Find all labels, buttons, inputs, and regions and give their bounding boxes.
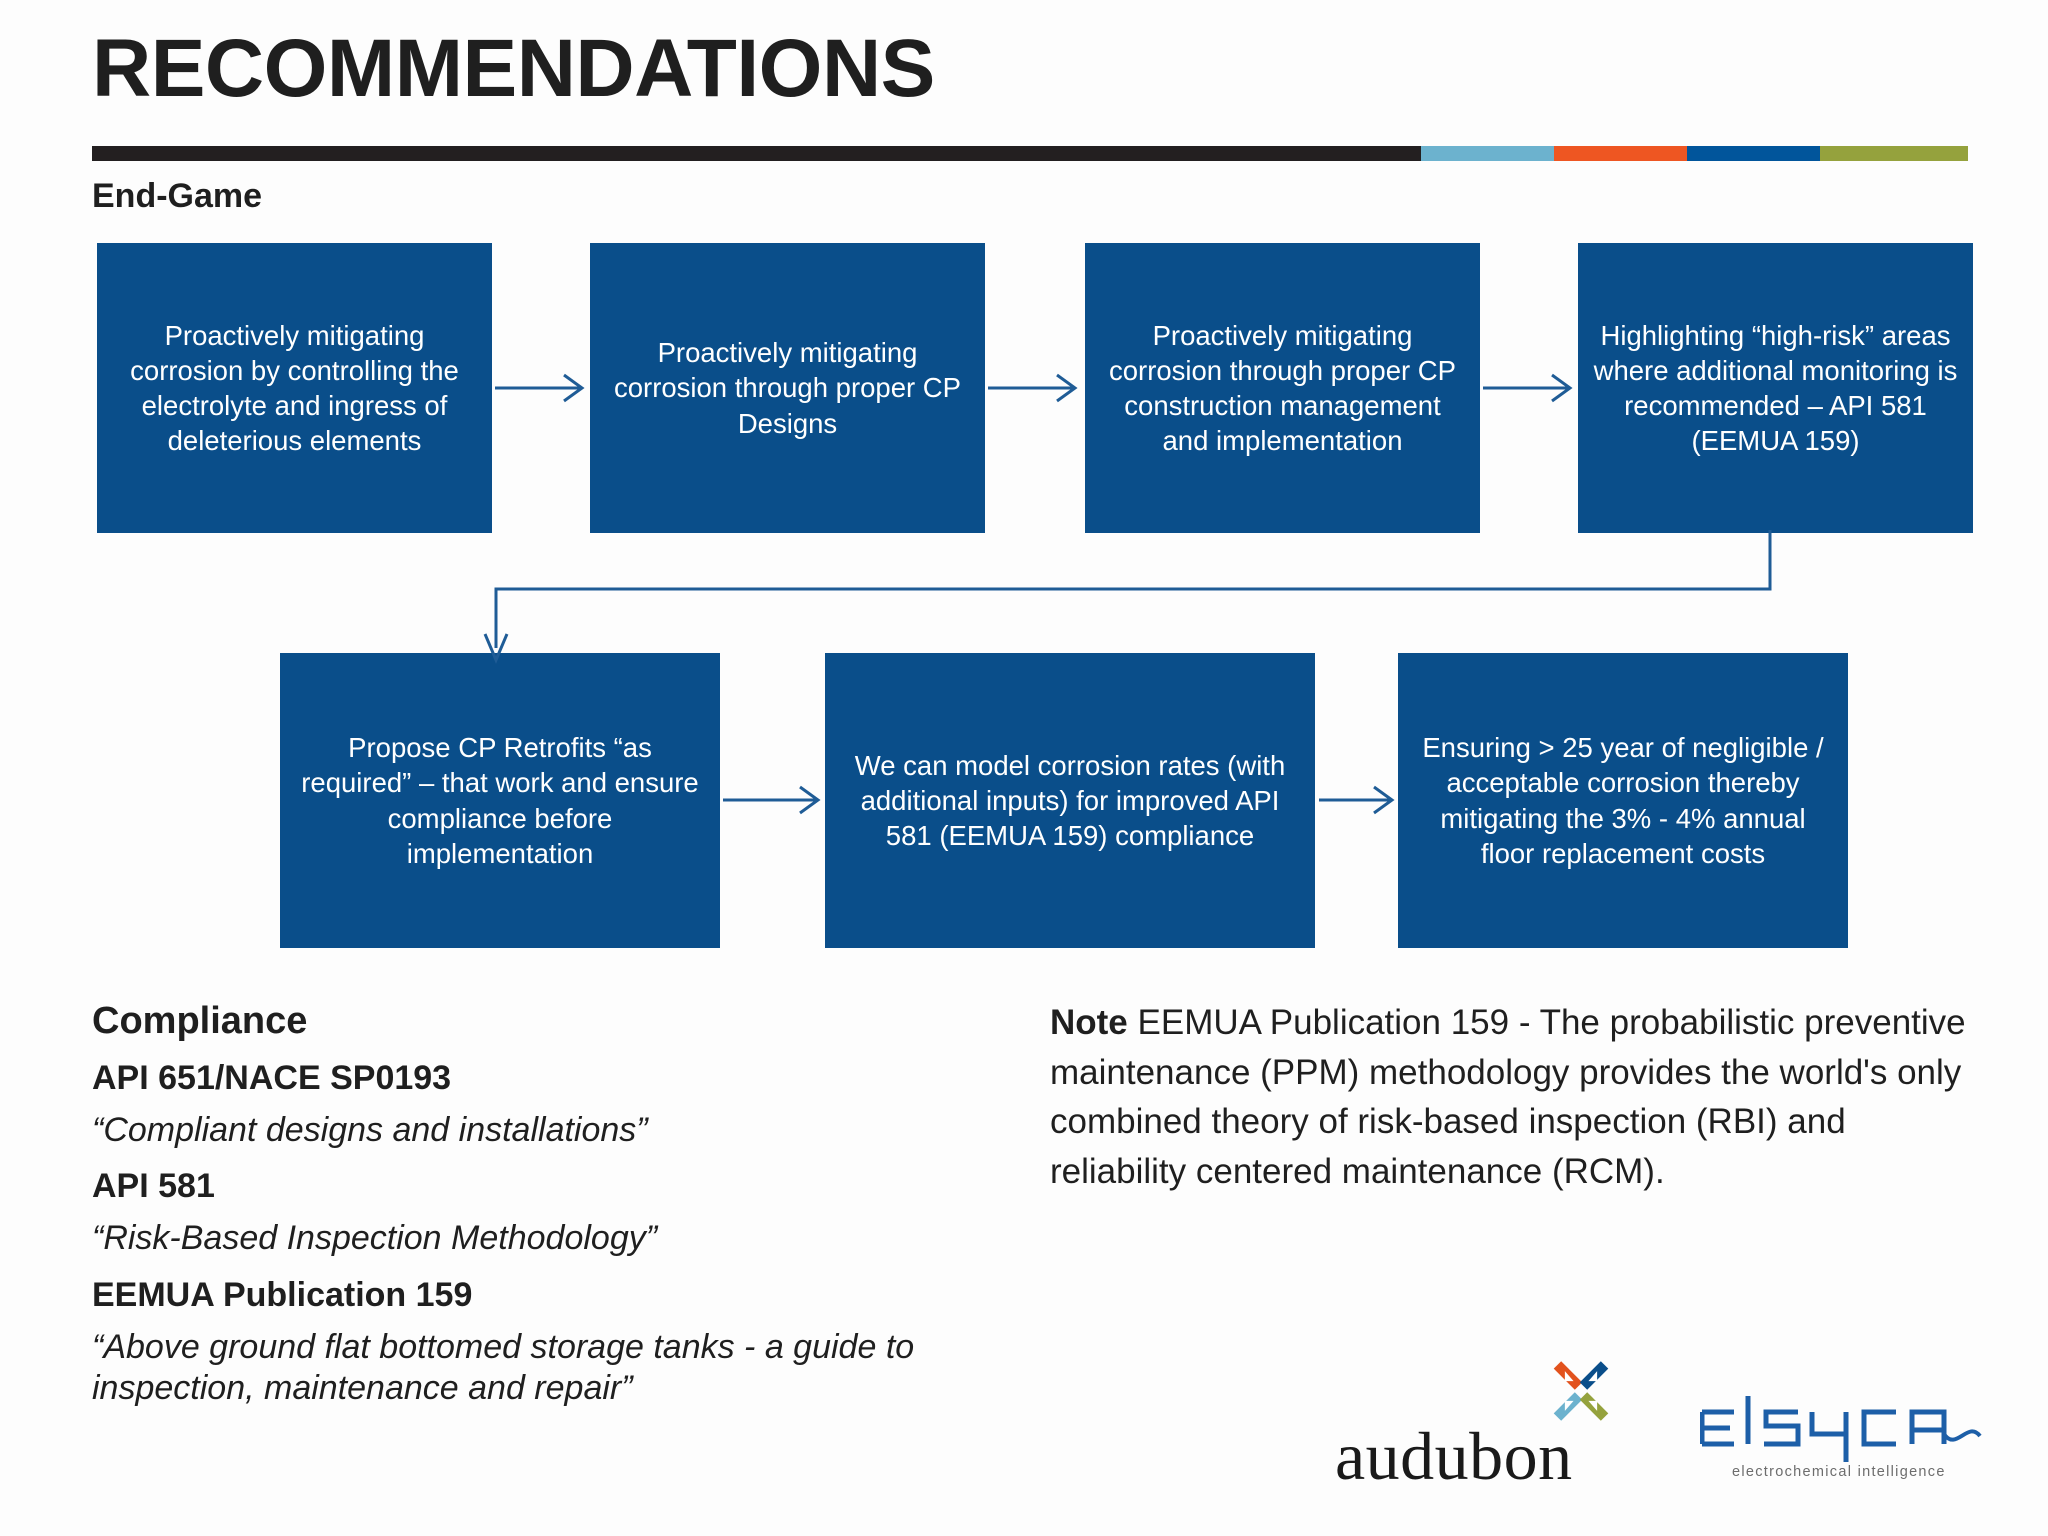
note-label: Note [1050, 1003, 1128, 1042]
compliance-standard-1: API 651/NACE SP0193 [92, 1059, 452, 1097]
flow-box-2-label: Proactively mitigating corrosion through… [614, 337, 961, 439]
note-block: Note EEMUA Publication 159 - The probabi… [1050, 998, 1980, 1197]
rule-segment-dark-blue [1687, 146, 1820, 161]
arrow-box3-to-box4 [1483, 373, 1573, 403]
arrow-box2-to-box3 [988, 373, 1078, 403]
flow-box-2: Proactively mitigating corrosion through… [590, 243, 985, 533]
note-body: EEMUA Publication 159 - The probabilisti… [1050, 1003, 1966, 1192]
flow-box-5-label: Propose CP Retrofits “as required” – tha… [301, 732, 699, 869]
compliance-standard-2: API 581 [92, 1167, 215, 1206]
flow-box-7: Ensuring > 25 year of negligible / accep… [1398, 653, 1848, 948]
compliance-quote-2: “Risk-Based Inspection Methodology” [92, 1219, 658, 1258]
flow-box-6: We can model corrosion rates (with addit… [825, 653, 1315, 948]
flow-box-1: Proactively mitigating corrosion by cont… [97, 243, 492, 533]
flow-box-3: Proactively mitigating corrosion through… [1085, 243, 1480, 533]
page-title: RECOMMENDATIONS [92, 23, 935, 114]
compliance-quote-3: “Above ground flat bottomed storage tank… [92, 1327, 915, 1408]
flow-box-5: Propose CP Retrofits “as required” – tha… [280, 653, 720, 948]
audubon-logo: audubon [1335, 1360, 1625, 1505]
flow-box-4-label: Highlighting “high-risk” areas where add… [1593, 319, 1958, 457]
audubon-wordmark: audubon [1335, 1418, 1573, 1494]
title-rule [92, 146, 1968, 161]
rule-segment-olive [1820, 146, 1968, 161]
elsyca-wordmark-icon [1699, 1396, 1982, 1462]
rule-segment-dark [92, 146, 1421, 161]
arrow-box6-to-box7 [1319, 785, 1395, 815]
arrow-box1-to-box2 [495, 373, 585, 403]
flow-box-6-label: We can model corrosion rates (with addit… [854, 749, 1286, 852]
flow-box-4: Highlighting “high-risk” areas where add… [1578, 243, 1973, 533]
audubon-x-mark-icon [1553, 1361, 1609, 1421]
section-subtitle: End-Game [92, 177, 263, 215]
flow-box-3-label: Proactively mitigating corrosion through… [1109, 319, 1456, 457]
rule-segment-light-blue [1421, 146, 1554, 161]
compliance-quote-1: “Compliant designs and installations” [92, 1111, 648, 1149]
flow-box-7-label: Ensuring > 25 year of negligible / accep… [1422, 732, 1824, 869]
compliance-block: Compliance API 651/NACE SP0193 “Complian… [92, 1000, 1022, 1410]
flow-box-1-label: Proactively mitigating corrosion by cont… [130, 319, 459, 457]
compliance-standard-3: EEMUA Publication 159 [92, 1275, 473, 1314]
elsyca-tagline: electrochemical intelligence [1732, 1464, 1946, 1480]
compliance-heading: Compliance [92, 1000, 308, 1042]
elsyca-logo: electrochemical intelligence [1699, 1390, 1985, 1500]
arrow-box4-to-box5-elbow [483, 530, 1772, 664]
rule-segment-orange [1554, 146, 1687, 161]
arrow-box5-to-box6 [723, 785, 821, 815]
